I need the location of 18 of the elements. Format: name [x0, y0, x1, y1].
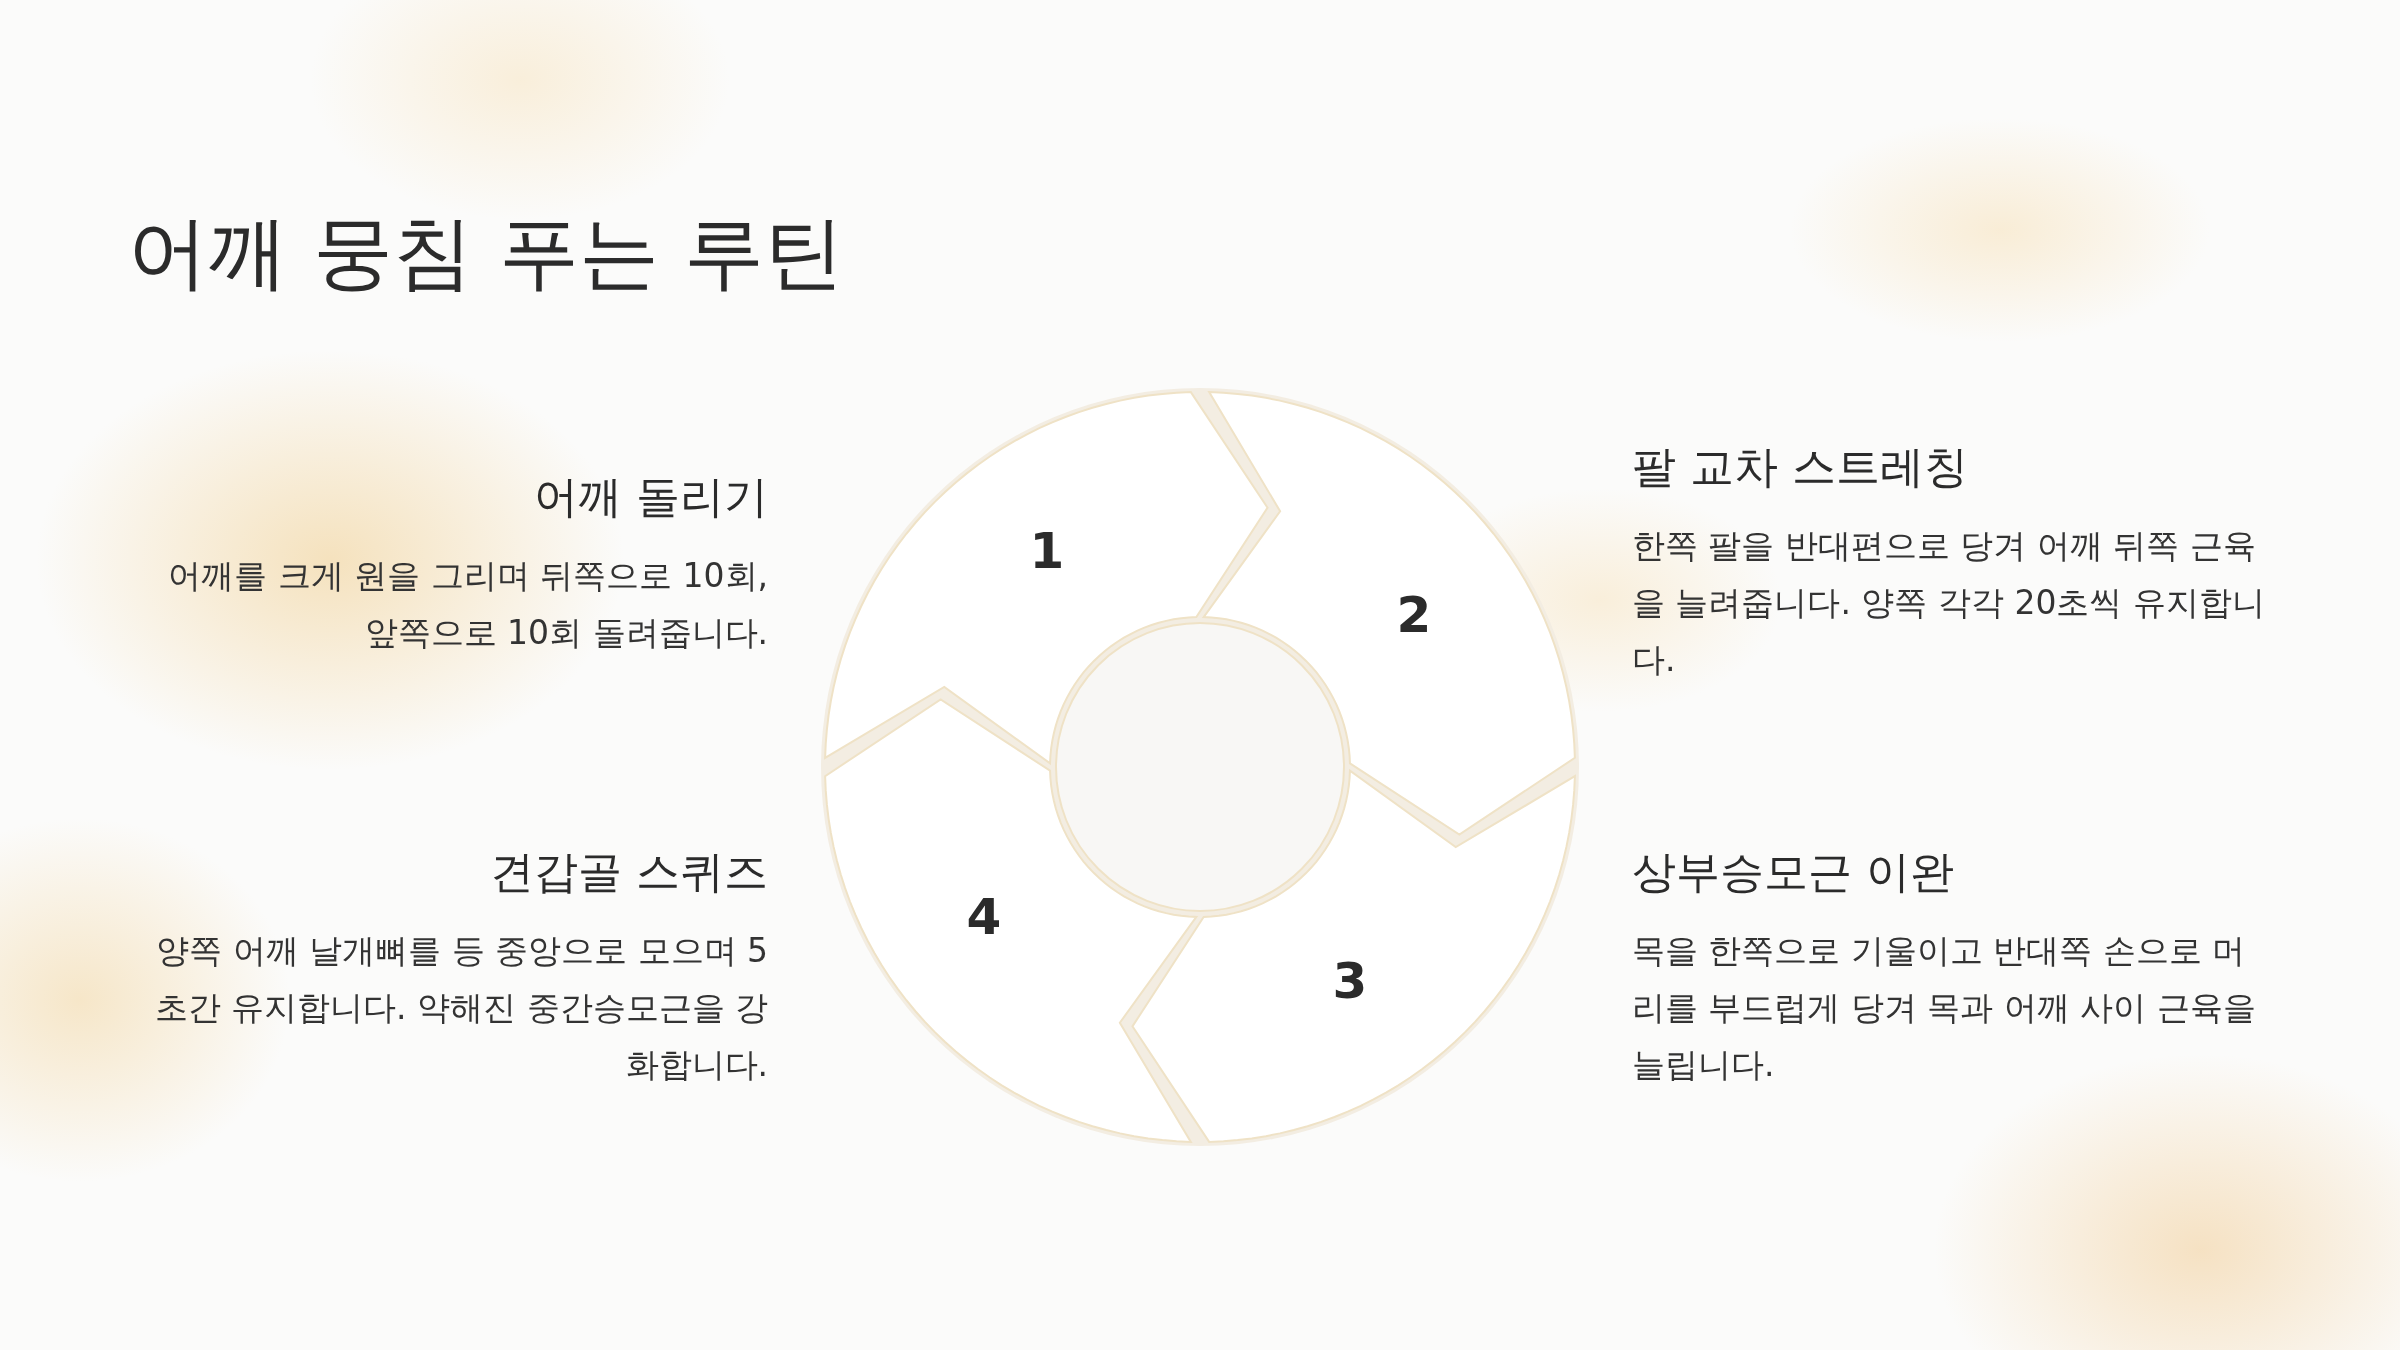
step-heading: 견갑골 스퀴즈 — [489, 845, 768, 899]
step-heading: 상부승모근 이완 — [1632, 845, 1955, 899]
title: 어깨 뭉침 푸는 루틴 — [128, 205, 845, 301]
cycle-segment — [1131, 768, 1576, 1143]
step-number: 4 — [966, 888, 1002, 946]
step-number: 2 — [1396, 586, 1432, 644]
cycle-segment — [824, 698, 1199, 1143]
step-heading: 팔 교차 스트레칭 — [1632, 440, 1969, 494]
step-description: 어깨를 크게 원을 그리며 뒤쪽으로 10회, 앞쪽으로 10회 돌려줍니다. — [167, 555, 768, 654]
step-description: 한쪽 팔을 반대편으로 당겨 어깨 뒤쪽 근육을 늘려줍니다. 양쪽 각각 20초씩 유지합니다. — [1632, 525, 2266, 681]
step-description: 목을 한쪽으로 기울이고 반대쪽 손으로 머리를 부드럽게 당겨 목과 어깨 사이 근육을 늘립니다. — [1632, 930, 2257, 1086]
cycle-segment — [1201, 391, 1576, 836]
step-description: 양쪽 어깨 날개뼈를 등 중앙으로 모으며 5초간 유지합니다. 약해진 중간승모근을 강화합니다. — [153, 930, 768, 1086]
step-number: 3 — [1332, 952, 1368, 1010]
center-circle — [1055, 622, 1345, 912]
cycle-segment — [824, 391, 1269, 766]
step-number: 1 — [1029, 522, 1065, 580]
step-heading: 어깨 돌리기 — [533, 470, 768, 524]
